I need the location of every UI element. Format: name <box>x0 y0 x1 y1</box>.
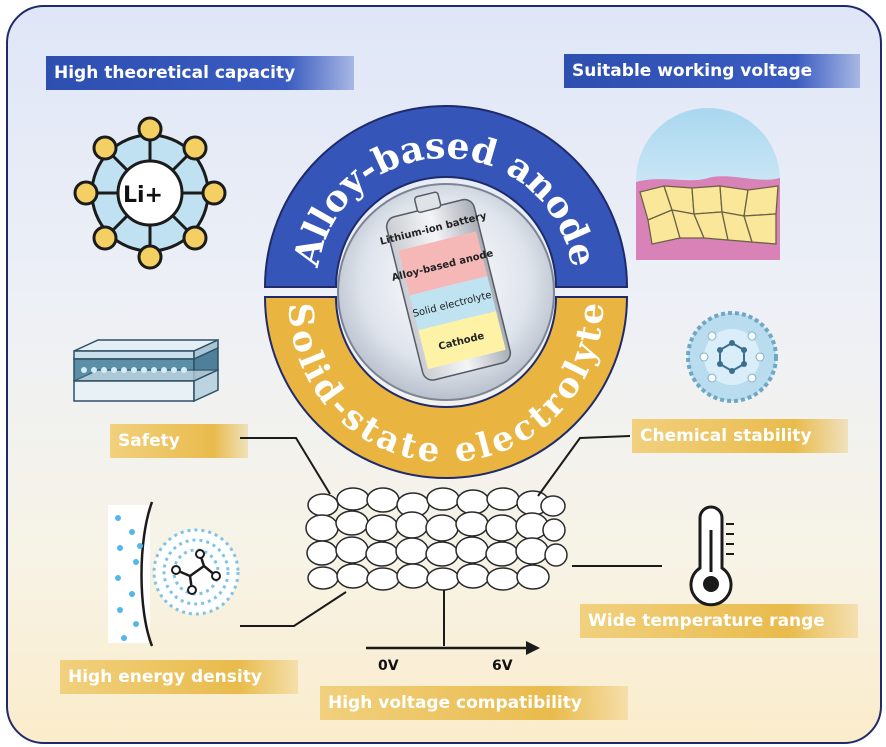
label-chemical-stability: Chemical stability <box>632 419 848 453</box>
leader-energy-density <box>240 591 347 627</box>
voltage-axis-start: 0V <box>378 658 399 674</box>
label-high-energy-density: High energy density <box>60 660 298 694</box>
electrolyte-arc-band <box>263 296 629 479</box>
electrode-interface-icon <box>636 108 780 260</box>
li-ion-structure-icon <box>73 116 227 270</box>
leader-safety <box>240 437 331 495</box>
label-suitable-working-voltage: Suitable working voltage <box>564 54 860 88</box>
thermometer-icon <box>689 505 734 607</box>
voltage-window-axis <box>366 641 540 655</box>
label-high-voltage-compatibility: High voltage compatibility <box>320 686 628 720</box>
center-badge: Alloy-based anode Solid-state electrolyt… <box>263 105 629 479</box>
leader-chemical-stability <box>537 435 631 497</box>
label-wide-temperature-range: Wide temperature range <box>580 604 858 638</box>
li-ion-symbol: Li+ <box>123 183 163 208</box>
label-safety: Safety <box>110 424 248 458</box>
battery-cell-icon: Lithium-ion battery Alloy-based anode So… <box>379 191 512 381</box>
anode-arc-band <box>263 105 629 288</box>
stable-molecule-icon <box>686 311 778 403</box>
energy-density-icon <box>108 501 240 647</box>
label-high-theoretical-capacity: High theoretical capacity <box>46 56 354 90</box>
voltage-axis-end: 6V <box>492 658 513 674</box>
leader-lines <box>240 435 662 646</box>
electrolyte-particle-cluster <box>305 487 568 591</box>
layered-electrolyte-icon <box>73 338 219 403</box>
